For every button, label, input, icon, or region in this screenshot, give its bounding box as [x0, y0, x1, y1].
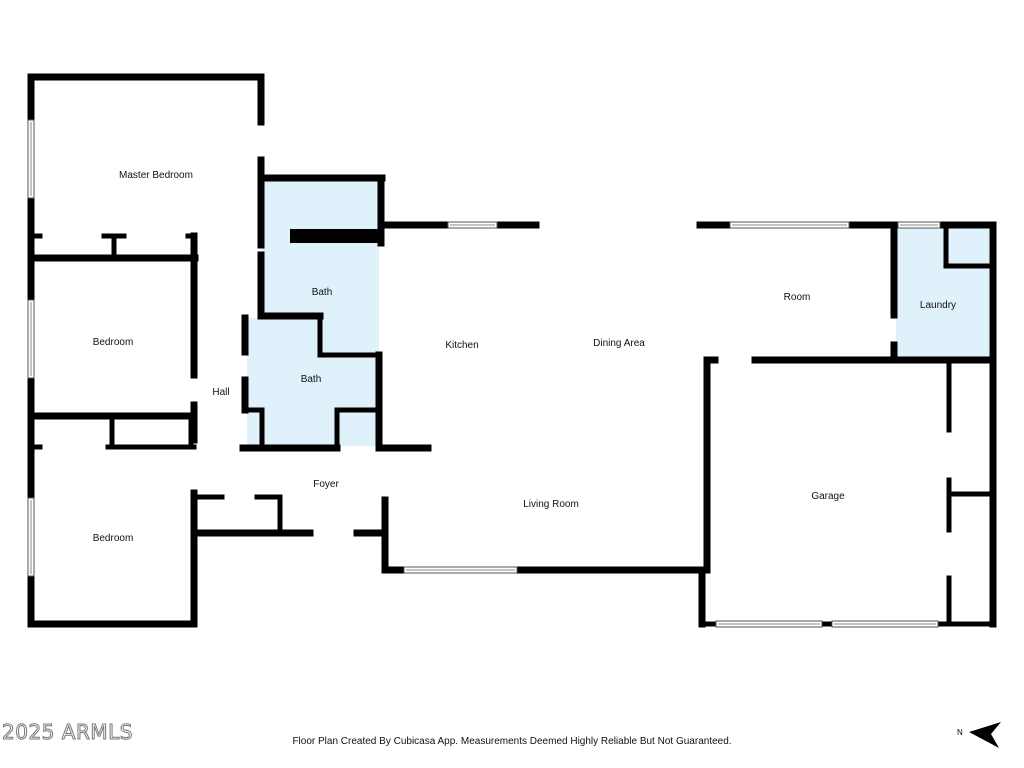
laundry-fill: [896, 228, 989, 358]
label-bath-upper: Bath: [312, 287, 333, 298]
disclaimer-text: Floor Plan Created By Cubicasa App. Meas…: [292, 736, 732, 747]
bath-lower-fill: [247, 318, 378, 446]
walls: [27, 73, 997, 628]
watermark: 2025 ARMLS: [2, 720, 133, 745]
north-arrow-icon: N: [957, 722, 1001, 748]
label-dining-area: Dining Area: [593, 338, 645, 349]
label-kitchen: Kitchen: [445, 340, 478, 351]
north-letter: N: [957, 728, 963, 737]
label-room: Room: [784, 292, 811, 303]
label-garage: Garage: [811, 491, 845, 502]
label-bedroom-1: Bedroom: [93, 337, 134, 348]
label-laundry: Laundry: [920, 300, 956, 311]
label-bath-lower: Bath: [301, 374, 322, 385]
label-master-bedroom: Master Bedroom: [119, 170, 193, 181]
label-hall: Hall: [212, 387, 229, 398]
room-labels: Master Bedroom Bedroom Bedroom Bath Bath…: [93, 170, 956, 544]
label-foyer: Foyer: [313, 479, 339, 490]
label-bedroom-2: Bedroom: [93, 533, 134, 544]
label-living-room: Living Room: [523, 499, 579, 510]
windows: [27, 119, 941, 628]
